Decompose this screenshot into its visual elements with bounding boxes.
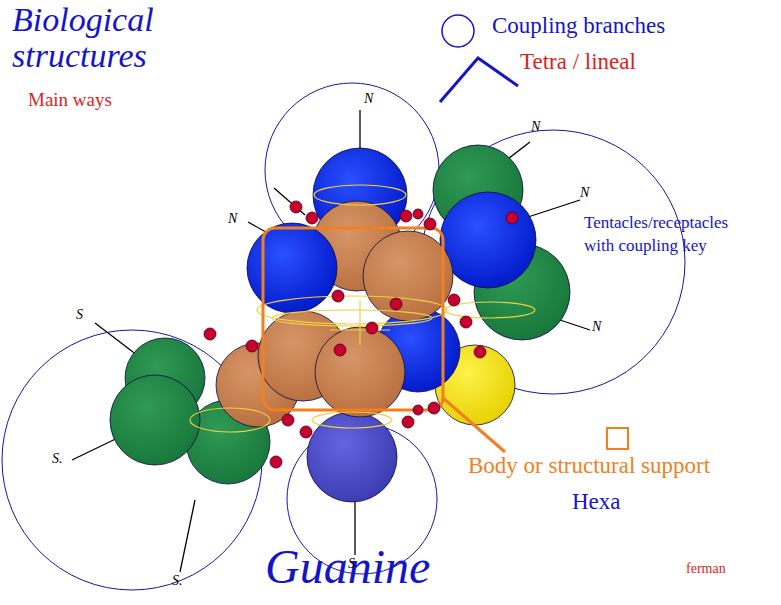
body-pointer	[443, 398, 505, 452]
atom-label: N	[364, 92, 373, 107]
bond-sticks	[72, 110, 590, 572]
atom-label: N	[228, 212, 237, 227]
atom-label: S	[76, 308, 83, 323]
atom-label: N	[580, 186, 589, 201]
atom-label: S.	[172, 574, 183, 589]
legend-text: Coupling branches	[492, 14, 665, 38]
tetra-label: Tetra / lineal	[520, 50, 636, 74]
coupling-circle-sample	[442, 15, 474, 47]
tentacles-label: Tentacles/receptacles with coupling key	[584, 212, 760, 258]
atom-balls	[110, 145, 570, 502]
body-square-sample	[607, 428, 628, 449]
atom-label: S.	[52, 452, 63, 467]
tetra-bracket	[440, 58, 518, 102]
body-square	[263, 228, 443, 410]
legend-text: Body or structural support	[468, 454, 710, 478]
atom-label: N	[592, 320, 601, 335]
atom-label: S	[348, 557, 355, 572]
coupling-circles	[2, 83, 685, 590]
subtitle-label: Main ways	[28, 90, 112, 110]
hexa-label: Hexa	[572, 490, 621, 514]
bond-dots	[204, 201, 518, 468]
orbit-lines	[190, 185, 535, 432]
atom-label: N	[531, 120, 540, 135]
author-watermark: ferman	[686, 562, 726, 577]
diagram-caption: Guanine	[265, 542, 430, 592]
diagram-title: Biological structures	[12, 2, 212, 73]
